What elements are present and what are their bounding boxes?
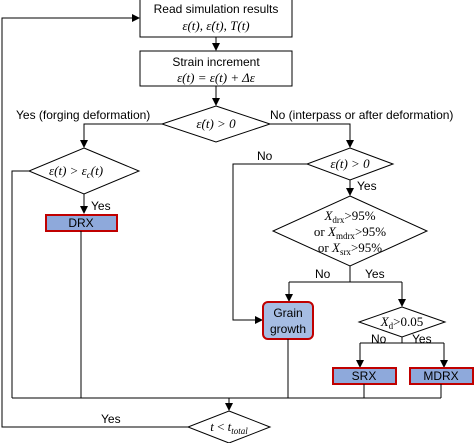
srx-label: SRX — [352, 369, 377, 383]
line-no-critical — [11, 170, 29, 398]
loop-back-arrow — [1, 14, 188, 428]
no-fraction-label: No — [315, 267, 331, 281]
drx-label: DRX — [68, 216, 93, 230]
strain-rate-decision: ε̇(t) > 0 — [160, 105, 272, 143]
arrow-to-grain-growth — [232, 163, 307, 324]
mdrx-box: MDRX — [409, 367, 474, 385]
positive-strain-condition: ε(t) > 0 — [330, 156, 370, 171]
strain-increment-title: Strain increment — [172, 55, 260, 69]
mdrx-label: MDRX — [423, 369, 458, 383]
critical-strain-decision: ε(t) > εc(t) — [27, 147, 141, 195]
strain-rate-condition: ε̇(t) > 0 — [196, 116, 236, 131]
yes-xd-label: Yes — [412, 332, 432, 346]
arrow-to-critical-check — [80, 123, 162, 148]
time-decision: t < ttotal — [186, 410, 272, 443]
fraction-condition-mdrx: or Xmdrx>95% — [314, 224, 386, 241]
arrow-to-positive-check — [270, 123, 354, 148]
grain-growth-line2: growth — [270, 322, 306, 336]
yes-positive-label: Yes — [357, 179, 377, 193]
yes-drx-label: Yes — [91, 199, 111, 213]
interpass-branch-label: No (interpass or after deformation) — [270, 108, 453, 122]
time-condition: t < ttotal — [210, 419, 248, 436]
positive-strain-decision: ε(t) > 0 — [305, 147, 395, 181]
yes-time-label: Yes — [101, 412, 121, 426]
drx-box: DRX — [45, 214, 118, 232]
read-results-title: Read simulation results — [154, 2, 279, 16]
fraction-condition-srx: or Xsrx>95% — [318, 240, 382, 257]
fraction-decision: Xdrx>95% or Xmdrx>95% or Xsrx>95% — [271, 195, 429, 267]
read-results-vars: ε(t), ε̇(t), T(t) — [182, 18, 249, 33]
strain-increment-formula: ε(t) = ε(t) + Δε — [177, 70, 256, 85]
strain-increment-box: Strain increment ε(t) = ε(t) + Δε — [139, 50, 293, 87]
fraction-condition-drx: Xdrx>95% — [323, 208, 375, 225]
yes-fraction-label: Yes — [365, 267, 385, 281]
grain-growth-box: Grain growth — [262, 301, 314, 340]
read-results-box: Read simulation results ε(t), ε̇(t), T(t… — [139, 0, 293, 38]
grain-growth-line1: Grain — [273, 306, 302, 320]
srx-box: SRX — [332, 367, 397, 385]
critical-strain-condition: ε(t) > εc(t) — [49, 163, 103, 180]
no-positive-label: No — [257, 149, 273, 163]
xd-condition: Xd>0.05 — [380, 314, 424, 331]
no-xd-label: No — [371, 332, 387, 346]
forging-branch-label: Yes (forging deformation) — [16, 108, 150, 122]
